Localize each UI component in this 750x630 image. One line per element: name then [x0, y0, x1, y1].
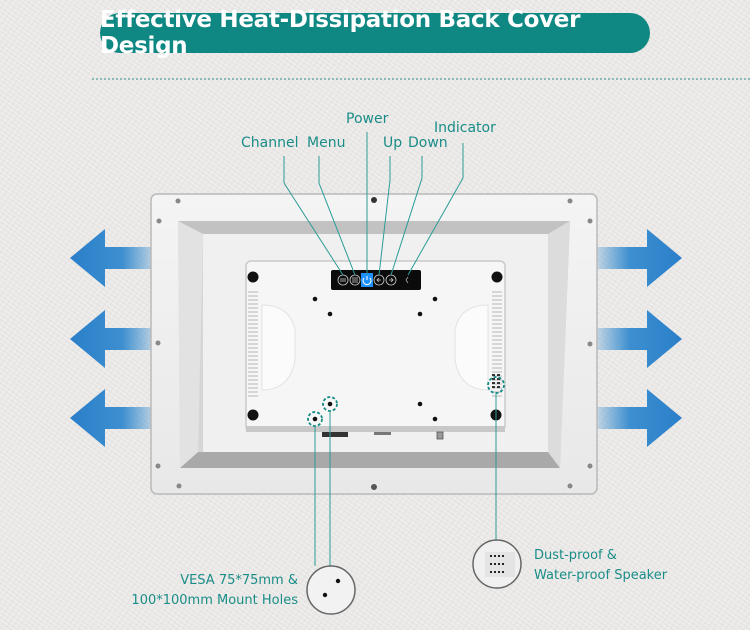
vesa-detail-magnifier: [306, 565, 356, 615]
vesa-note: VESA 75*75mm & 100*100mm Mount Holes: [131, 571, 298, 611]
label-power: Power: [346, 111, 389, 127]
speaker-detail-magnifier: [472, 539, 522, 589]
speaker-note: Dust-proof & Water-proof Speaker: [534, 546, 667, 586]
arrow-left-icon: [70, 310, 165, 368]
arrow-right-icon: [587, 389, 682, 447]
airflow-arrows-left: [70, 229, 165, 447]
bezel-screws: [155, 197, 593, 490]
divider: [92, 78, 750, 80]
arrow-right-icon: [587, 229, 682, 287]
callout-lines: [283, 132, 497, 566]
vesa-mount-holes: [312, 296, 438, 422]
speaker-note-line1: Dust-proof &: [534, 548, 617, 563]
heat-fins-right: [492, 291, 502, 397]
speaker-grille: [492, 374, 500, 388]
speaker-note-line2: Water-proof Speaker: [534, 568, 668, 583]
label-down: Down: [408, 135, 448, 151]
heat-fins-left: [248, 291, 258, 397]
airflow-arrows-right: [587, 229, 682, 447]
label-channel: Channel: [241, 135, 299, 151]
control-panel: [331, 270, 421, 290]
vesa-note-line2: 100*100mm Mount Holes: [131, 593, 298, 608]
label-up: Up: [383, 135, 403, 151]
power-icon: [362, 276, 372, 286]
menu-button: [349, 274, 361, 286]
indicator-light: [405, 276, 409, 284]
io-ports: [322, 431, 444, 440]
vesa-note-line1: VESA 75*75mm &: [180, 573, 298, 588]
arrow-left-icon: [70, 389, 165, 447]
label-indicator: Indicator: [434, 120, 496, 136]
arrow-right-icon: [587, 310, 682, 368]
label-menu: Menu: [307, 135, 346, 151]
arrow-left-icon: [70, 229, 165, 287]
